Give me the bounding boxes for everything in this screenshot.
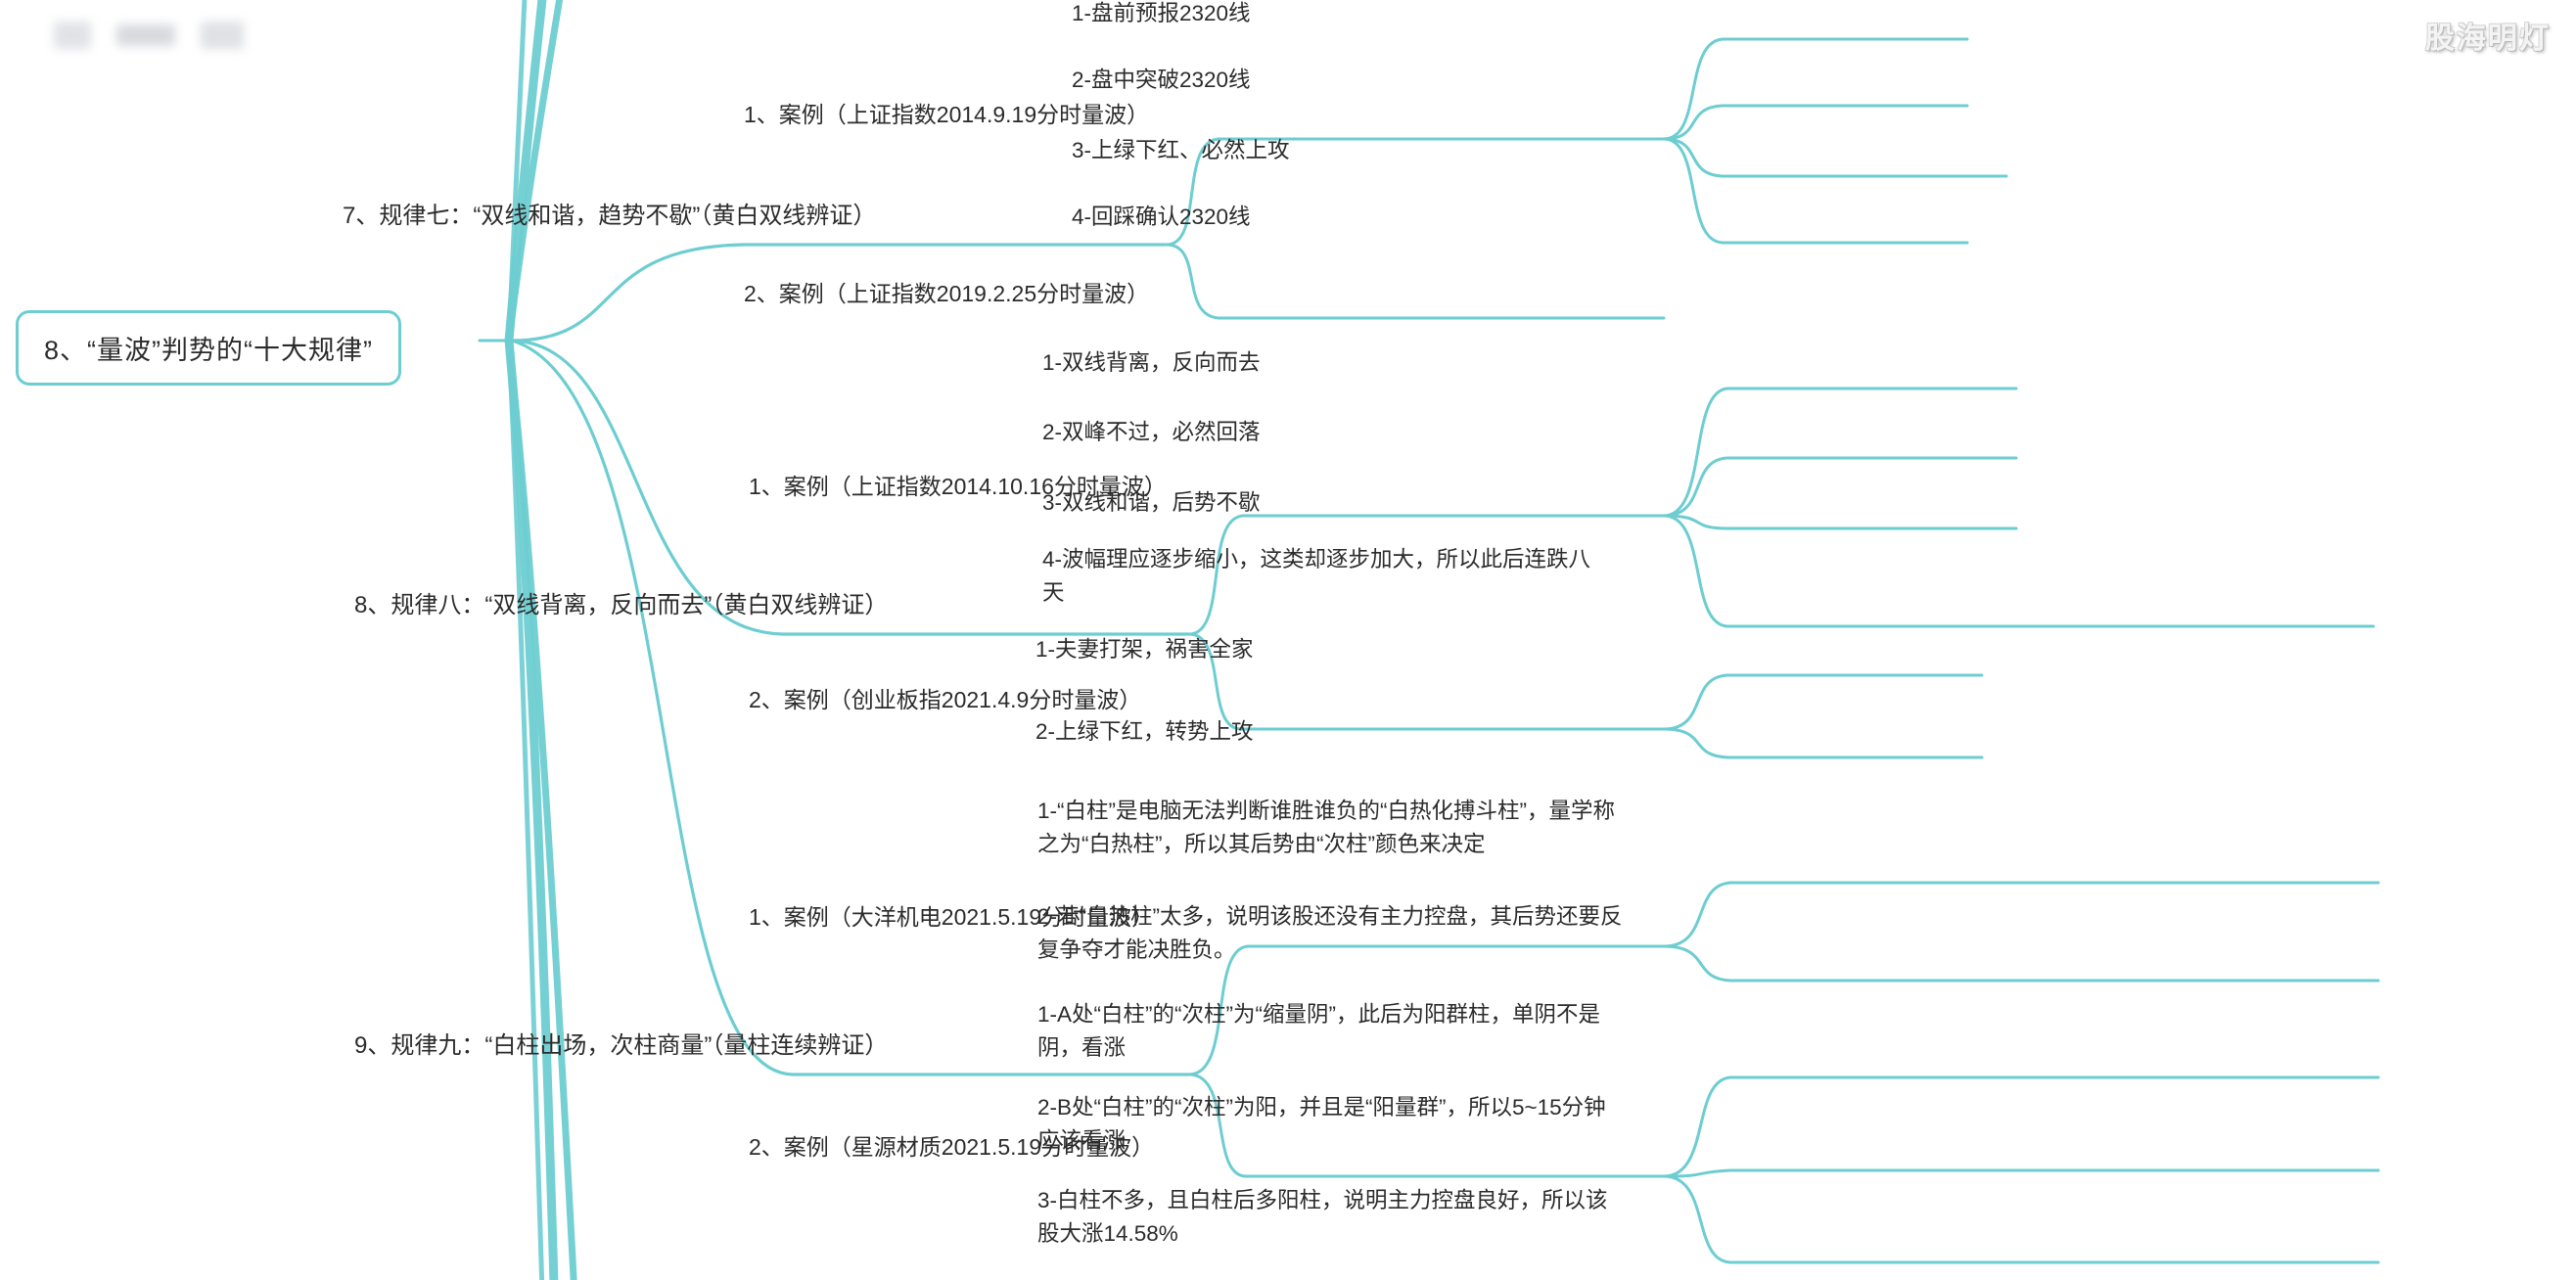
redacted-block-2	[116, 24, 175, 46]
case-node-9-1[interactable]: 1、案例（大洋机电2021.5.19分时量波）	[749, 904, 1155, 930]
case-node-8-1[interactable]: 1、案例（上证指数2014.10.16分时量波）	[749, 474, 1167, 499]
leaf-node-9-2-1[interactable]: 1-A处“白柱”的“次柱”为“缩量阴”，此后为阳群柱，单阴不是阴，看涨	[1037, 1002, 1600, 1060]
redacted-header	[54, 22, 244, 49]
branch-node-7[interactable]: 7、规律七：“双线和谐，趋势不歇”（黄白双线辨证）	[343, 203, 877, 229]
leaf-node-9-1-2[interactable]: 2-若“白热柱”太多，说明该股还没有主力控盘，其后势还要反复争夺才能决胜负。	[1037, 904, 1623, 962]
leaf-node-7-1-1[interactable]: 1-盘前预报2320线	[1072, 1, 1251, 25]
leaf-node-8-2-2[interactable]: 2-上绿下红，转势上攻	[1035, 719, 1254, 744]
leaf-node-9-1-1[interactable]: 1-“白柱”是电脑无法判断谁胜谁负的“白热化搏斗柱”，量学称之为“白热柱”，所以…	[1037, 799, 1615, 856]
case-node-9-2[interactable]: 2、案例（星源材质2021.5.19分时量波）	[749, 1134, 1155, 1160]
leaf-node-9-2-3[interactable]: 3-白柱不多，且白柱后多阳柱，说明主力控盘良好，所以该股大涨14.58%	[1037, 1188, 1608, 1246]
redacted-block-1	[54, 22, 91, 49]
leaf-node-8-1-3[interactable]: 3-双线和谐，后势不歇	[1042, 490, 1261, 515]
leaf-node-8-1-2[interactable]: 2-双峰不过，必然回落	[1042, 420, 1261, 444]
redacted-block-3	[201, 22, 244, 49]
watermark: 股海明灯	[2425, 23, 2551, 55]
leaf-node-8-1-1[interactable]: 1-双线背离，反向而去	[1042, 350, 1261, 375]
leaf-node-8-2-1[interactable]: 1-夫妻打架，祸害全家	[1035, 637, 1254, 662]
leaf-node-7-1-3[interactable]: 3-上绿下红、必然上攻	[1072, 138, 1290, 162]
case-node-7-2[interactable]: 2、案例（上证指数2019.2.25分时量波）	[744, 281, 1150, 306]
branch-node-9[interactable]: 9、规律九：“白柱出场，次柱商量”（量柱连续辨证）	[354, 1032, 889, 1059]
leaf-node-9-2-2[interactable]: 2-B处“白柱”的“次柱”为阳，并且是“阳量群”，所以5~15分钟应该看涨	[1037, 1095, 1606, 1153]
case-node-8-2[interactable]: 2、案例（创业板指2021.4.9分时量波）	[749, 687, 1142, 712]
leaf-node-8-1-4[interactable]: 4-波幅理应逐步缩小，这类却逐步加大，所以此后连跌八天	[1042, 547, 1591, 605]
leaf-node-7-1-4[interactable]: 4-回踩确认2320线	[1072, 205, 1251, 229]
branch-node-8[interactable]: 8、规律八：“双线背离，反向而去”（黄白双线辨证）	[354, 592, 889, 618]
leaf-node-7-1-2[interactable]: 2-盘中突破2320线	[1072, 68, 1251, 92]
case-node-7-1[interactable]: 1、案例（上证指数2014.9.19分时量波）	[744, 102, 1150, 127]
root-node[interactable]: 8、“量波”判势的“十大规律”	[16, 310, 401, 386]
